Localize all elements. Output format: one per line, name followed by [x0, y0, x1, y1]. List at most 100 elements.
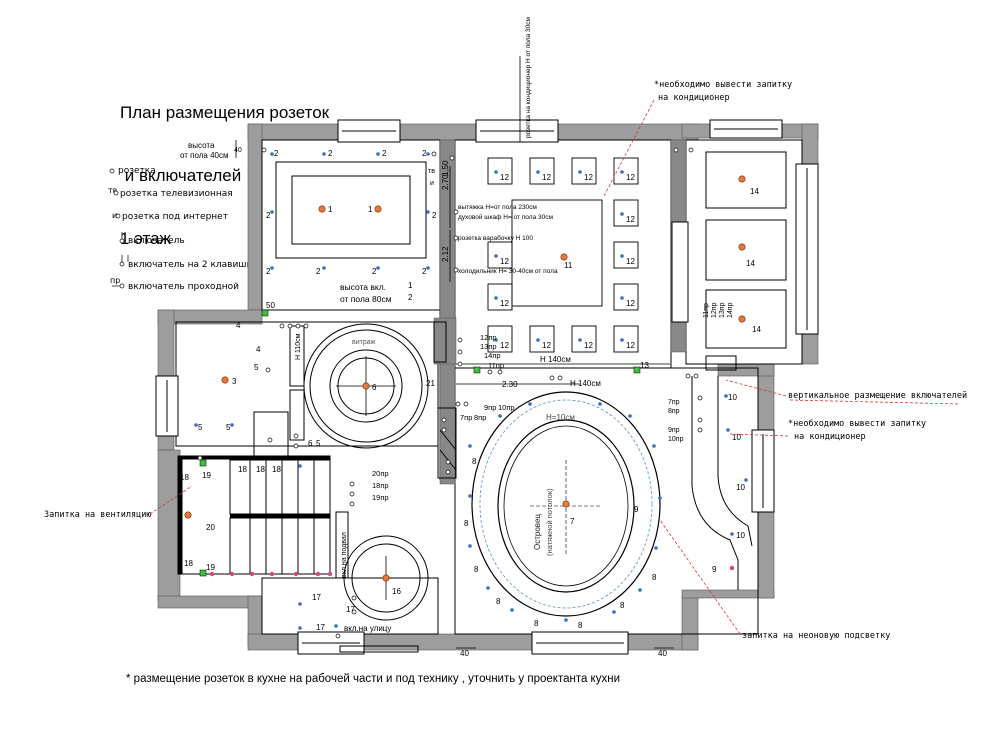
- mark-12: 12: [626, 215, 635, 224]
- h140-a: Н 140см: [540, 355, 571, 364]
- h10-label: Н=10см: [546, 413, 575, 422]
- mark-11pr: 11пр: [703, 303, 710, 318]
- mark-8: 8: [652, 573, 657, 582]
- mark-8pr: 8пр: [474, 413, 486, 422]
- mark-12pr: 12пр: [711, 302, 718, 318]
- dim-50: 50: [266, 301, 275, 310]
- dimensions: [235, 56, 674, 649]
- mark-2: 2: [328, 149, 333, 158]
- mark-2: 2: [432, 211, 437, 220]
- mark-9pr: 9пр: [668, 427, 680, 434]
- mark-2: 2: [266, 267, 271, 276]
- mark-1: 1: [328, 205, 333, 214]
- mark-14pr: 14пр: [727, 302, 734, 318]
- mark-6: 6: [308, 439, 313, 448]
- small-rooms: [253, 321, 737, 653]
- mark-8: 8: [534, 619, 539, 628]
- kitchen-note-3: розетка варабочку Н 100: [458, 234, 533, 242]
- title-line-3: 1 этаж: [120, 229, 171, 248]
- vkl-na-podval: вкл.на подвал: [341, 532, 348, 578]
- mark-16: 16: [392, 587, 401, 596]
- mark-8: 8: [464, 519, 469, 528]
- mark-2: 2: [408, 293, 413, 302]
- dining-oval: [471, 391, 661, 617]
- mark-14: 14: [746, 259, 755, 268]
- mark-11: 11: [564, 261, 573, 270]
- mark-18: 18: [180, 473, 189, 482]
- height-80-line-2: от пола 80см: [340, 294, 392, 304]
- mark-1: 1: [368, 205, 373, 214]
- windows: [155, 119, 819, 655]
- mark-2: 2: [422, 267, 427, 276]
- mark-3: 3: [232, 377, 237, 386]
- mark-18: 18: [272, 465, 281, 474]
- green-boxes: [199, 309, 641, 577]
- mark-17: 17: [346, 605, 355, 614]
- mark-20pr: 20пр: [372, 469, 389, 478]
- height-80-line-1: высота вкл.: [340, 282, 386, 292]
- legend-item-socket: розетка: [118, 166, 156, 176]
- kitchen-note-2: духовой шкаф Н= от пола 30см: [458, 213, 553, 221]
- leader-lines: [149, 99, 961, 635]
- note-ac-top-2: на кондиционер: [658, 93, 730, 103]
- mark-14: 14: [750, 187, 759, 196]
- natyazhnoy-label: (натяжной потолок): [545, 488, 554, 556]
- ceiling-kitchen: [487, 157, 639, 353]
- outer-walls: [157, 123, 819, 651]
- mark-11pr: 11пр: [488, 361, 504, 370]
- mark-12: 12: [584, 173, 593, 182]
- mark-5: 5: [198, 423, 203, 432]
- mark-12: 12: [500, 299, 509, 308]
- mark-14: 14: [752, 325, 761, 334]
- mark-12: 12: [626, 299, 635, 308]
- mark-5: 5: [226, 423, 231, 432]
- height-40-line-2: от пола 40см: [180, 151, 229, 160]
- dim-150: 1,50: [441, 160, 450, 176]
- mark-12: 12: [500, 257, 509, 266]
- kitchen-note-1: вытяжка Н=от пола 230см: [458, 204, 537, 211]
- mark-7pr: 7пр: [668, 399, 680, 406]
- spot-lights: [194, 152, 748, 630]
- dim-270: 2.70: [441, 174, 450, 190]
- mark-8pr: 8пр: [668, 408, 680, 415]
- h140-b: Н 140см: [570, 379, 601, 388]
- mark-5: 5: [254, 363, 259, 372]
- footer-note: * размещение розеток в кухне на рабочей …: [126, 673, 620, 685]
- height-40-line-1: высота: [188, 141, 215, 150]
- mark-20: 20: [206, 523, 215, 532]
- plan-labels: высота от пола 40см 40 высота вкл. от по…: [180, 17, 667, 658]
- dim-40: 40: [234, 147, 242, 154]
- mark-2: 2: [372, 267, 377, 276]
- note-ac-right-2: на кондиционер: [794, 432, 866, 442]
- title-line-2: и включателей: [120, 166, 242, 185]
- mark-2: 2: [266, 211, 271, 220]
- dim-40-bottom-right: 40: [658, 649, 667, 658]
- dim-212: 2.12: [441, 246, 450, 262]
- note-neon: запитка на неоновую подсветку: [742, 631, 891, 641]
- ostrovets-label: Островец: [533, 514, 542, 550]
- mark-12: 12: [626, 173, 635, 182]
- mark-2: 2: [422, 149, 427, 158]
- dim-230: 2.30: [502, 380, 518, 389]
- legend-item-switch: включатель: [128, 236, 185, 246]
- mark-6: 6: [372, 383, 377, 392]
- mark-21: 21: [426, 379, 435, 388]
- tv-mark: тв: [428, 168, 435, 175]
- mark-17: 17: [316, 623, 325, 632]
- mark-5: 5: [316, 439, 321, 448]
- mark-8: 8: [620, 601, 625, 610]
- mark-8: 8: [578, 621, 583, 630]
- mark-18pr: 18пр: [372, 481, 389, 490]
- legend-pass-symbol: пр: [110, 276, 121, 285]
- mark-17: 17: [312, 593, 321, 602]
- pink-sockets: [209, 565, 735, 577]
- mark-4: 4: [236, 321, 241, 330]
- mark-12: 12: [626, 257, 635, 266]
- mark-13pr: 13пр: [719, 302, 726, 318]
- top-vertical-note: розетка на кондиционер Н от пола 30см: [525, 17, 532, 138]
- legend-internet-symbol: и: [112, 211, 118, 220]
- mark-12pr: 12пр: [480, 333, 497, 342]
- note-vertical-switches: вертикальное размещение включателей: [788, 391, 968, 401]
- h110: Н 110см: [295, 333, 302, 360]
